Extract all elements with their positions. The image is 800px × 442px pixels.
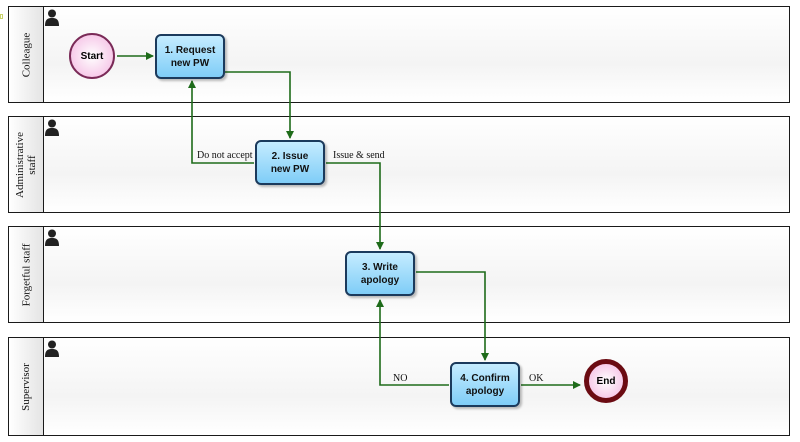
- lane-colleague: Colleague: [8, 6, 790, 103]
- person-icon: [45, 229, 59, 246]
- end-event-label: End: [596, 375, 616, 387]
- flow-do-not-accept: [188, 80, 254, 164]
- task-request-new-pw[interactable]: 1. Request new PW: [155, 34, 225, 79]
- person-icon: [45, 340, 59, 357]
- task-write-apology[interactable]: 3. Write apology: [345, 251, 415, 296]
- lane-header: [9, 227, 44, 322]
- person-icon: [45, 119, 59, 136]
- lane-header: [9, 338, 44, 435]
- task-confirm-apology[interactable]: 4. Confirm apology: [450, 362, 520, 407]
- edge-label-no: NO: [393, 373, 408, 384]
- task-label: 1. Request new PW: [164, 44, 216, 69]
- start-event[interactable]: Start: [69, 33, 115, 79]
- lane-header: [9, 7, 44, 102]
- edge-label-do-not-accept: Do not accept: [197, 150, 253, 161]
- flow-request-to-issue: [224, 71, 294, 139]
- task-label: 3. Write apology: [360, 261, 400, 286]
- corner-marker: [0, 14, 3, 19]
- task-label: 2. Issue new PW: [270, 150, 310, 175]
- flow-write-to-confirm: [416, 271, 489, 361]
- lane-header: [9, 117, 44, 212]
- person-icon: [45, 9, 59, 26]
- start-event-label: Start: [80, 50, 104, 62]
- end-event[interactable]: End: [584, 359, 628, 403]
- edge-label-issue-send: Issue & send: [333, 150, 385, 161]
- flow-no-back-to-write: [376, 299, 449, 386]
- task-label: 4. Confirm apology: [460, 372, 510, 397]
- lane-supervisor: Supervisor: [8, 337, 790, 436]
- flow-issue-and-send: [326, 162, 384, 250]
- task-issue-new-pw[interactable]: 2. Issue new PW: [255, 140, 325, 185]
- edge-label-ok: OK: [529, 373, 544, 384]
- lane-admin: Administrative staff: [8, 116, 790, 213]
